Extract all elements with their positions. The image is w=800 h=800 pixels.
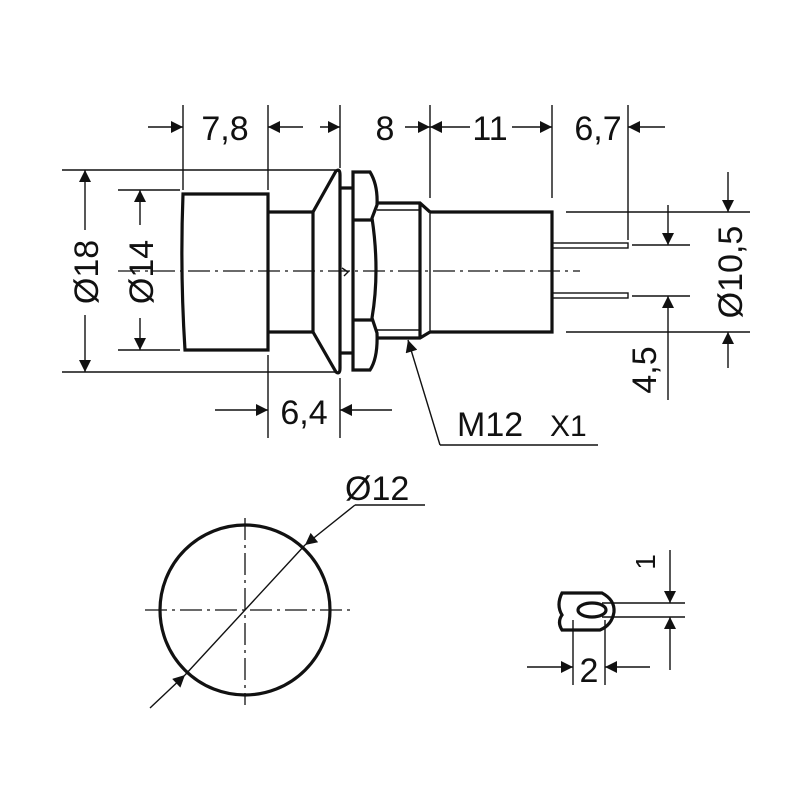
- dim-flange-length: 8: [376, 110, 395, 148]
- flange-cone: [311, 168, 342, 375]
- dim-outer-diameter: Ø18: [68, 240, 106, 304]
- pin-bottom: [551, 292, 629, 299]
- right-dimensions: Ø10,5 4,5: [566, 172, 750, 400]
- left-dimensions: Ø18 Ø14: [62, 169, 336, 373]
- mounting-hole-view: Ø12: [145, 470, 425, 709]
- dim-body-length: 11: [472, 110, 507, 148]
- dim-mounting-hole: Ø12: [345, 470, 409, 508]
- dim-cap-length: 7,8: [201, 110, 248, 148]
- dim-pin-length: 6,7: [574, 110, 621, 148]
- body: [430, 210, 554, 334]
- pin-top: [551, 242, 629, 249]
- pin-detail-view: 1 2: [527, 550, 685, 690]
- dim-pin-thickness: 1: [630, 554, 661, 570]
- dim-body-diameter: Ø10,5: [712, 226, 750, 319]
- top-dimensions: 7,8 8 11 6,7: [148, 105, 665, 240]
- bottom-dimensions: 6,4 M12 X1: [215, 339, 598, 446]
- thread-pitch-label: X1: [550, 410, 587, 443]
- dim-cap-diameter: Ø14: [123, 240, 161, 304]
- switch-side-view: [118, 168, 629, 375]
- nut: [351, 170, 379, 372]
- pin-hole: [576, 601, 608, 619]
- cap: [180, 192, 270, 352]
- thread: [377, 201, 432, 340]
- washer: [340, 186, 353, 355]
- stem: [268, 210, 315, 334]
- dim-pin-width: 2: [580, 652, 599, 690]
- dim-stem-length: 6,4: [280, 394, 327, 432]
- pin-end: [557, 591, 616, 632]
- thread-label: M12: [457, 406, 523, 444]
- dim-pin-spacing: 4,5: [626, 346, 664, 393]
